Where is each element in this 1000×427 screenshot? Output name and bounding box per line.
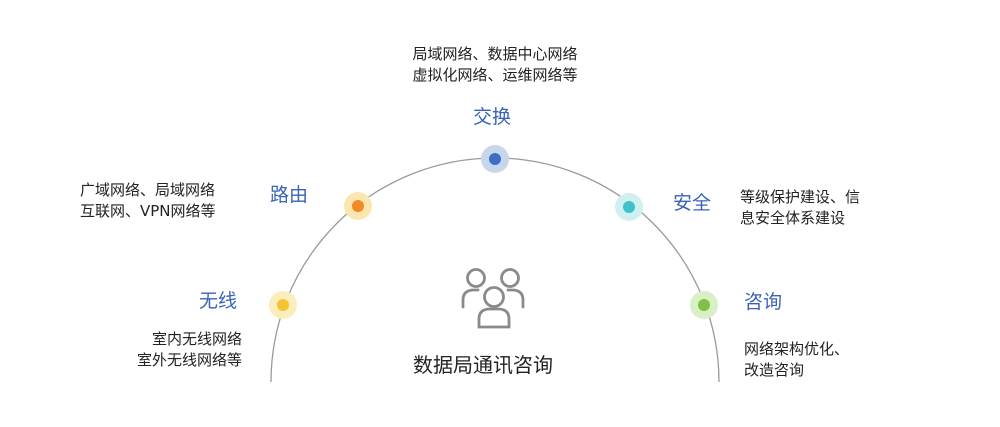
- node-label-security: 安全: [673, 192, 712, 214]
- node-label-consulting: 咨询: [744, 291, 783, 313]
- node-dot-switching: [481, 145, 509, 173]
- node-label-routing: 路由: [270, 184, 309, 206]
- node-desc-security: 等级保护建设、信 息安全体系建设: [740, 188, 861, 227]
- node-desc-wireless: 室内无线网络 室外无线网络等: [136, 330, 242, 369]
- node-label-switching: 交换: [473, 106, 512, 128]
- node-dot-security: [615, 193, 643, 221]
- node-dot-routing: [344, 192, 372, 220]
- node-desc-consulting: 网络架构优化、 改造咨询: [744, 340, 850, 379]
- center-title: 数据局通讯咨询: [413, 353, 553, 377]
- node-desc-switching: 局域网络、数据中心网络 虚拟化网络、运维网络等: [412, 45, 578, 84]
- people-group-icon: [461, 268, 525, 329]
- node-dot-wireless: [269, 291, 297, 319]
- node-desc-routing: 广域网络、局域网络 互联网、VPN网络等: [80, 181, 216, 220]
- node-dot-consulting: [690, 291, 718, 319]
- node-label-wireless: 无线: [199, 290, 238, 312]
